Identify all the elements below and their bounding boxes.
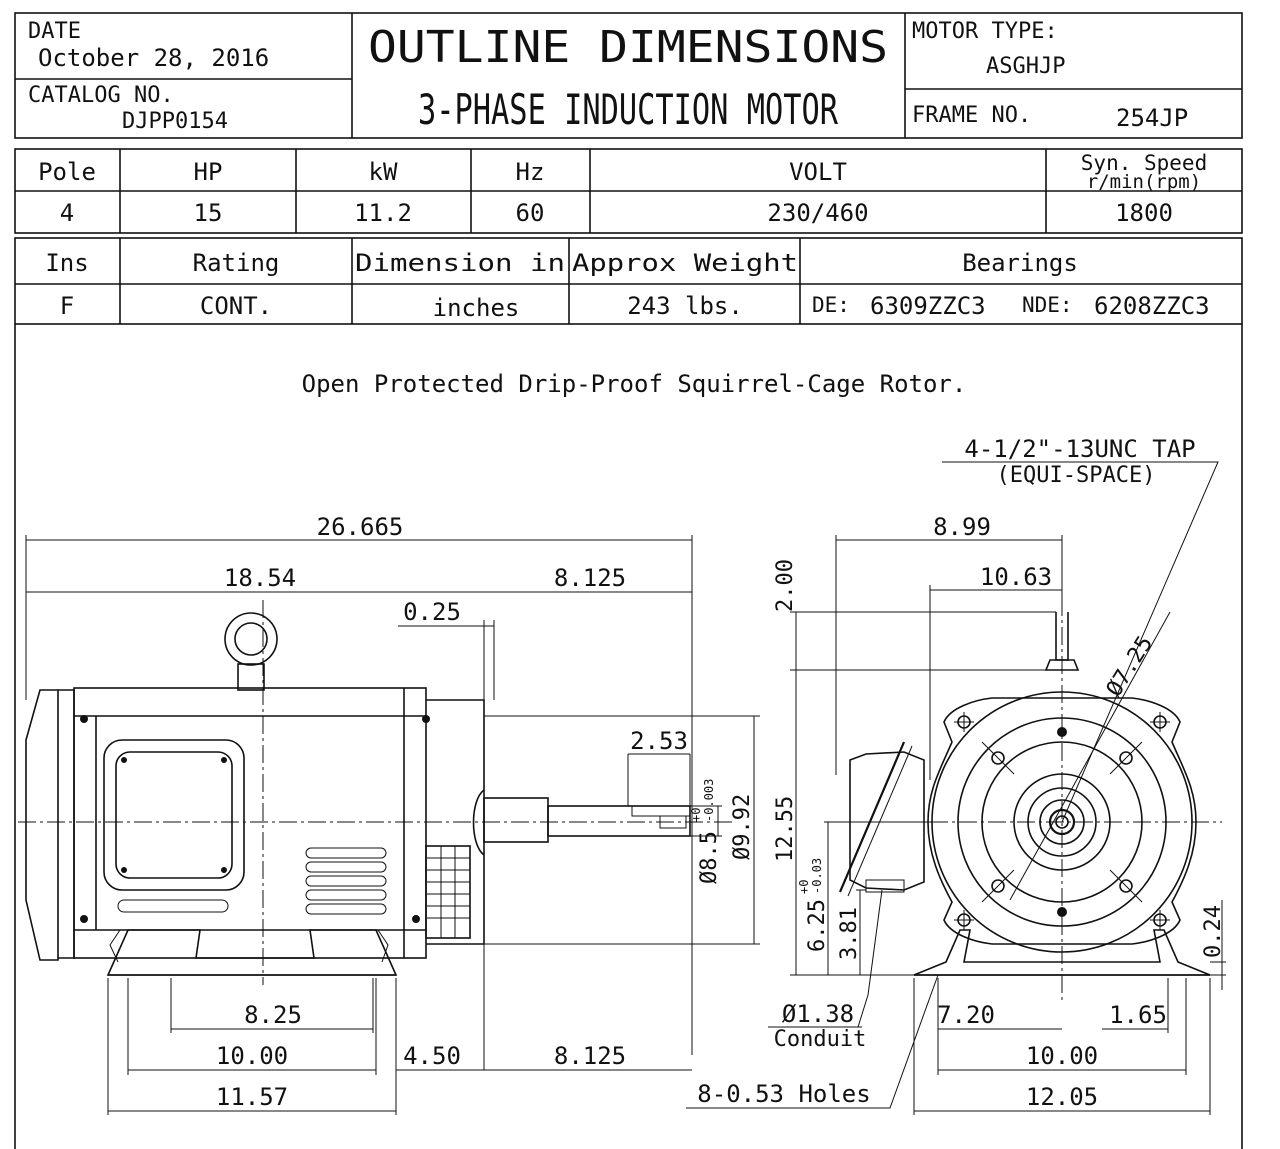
catalog-value: DJPP0154 — [122, 109, 228, 134]
dim-top-height: 2.00 — [773, 559, 798, 612]
dim-shaft-height-tol-upper: +0 — [797, 880, 811, 894]
title-line-2: 3-PHASE INDUCTION MOTOR — [418, 85, 839, 134]
dim-conduit-dia: Ø1.38 — [782, 1000, 854, 1028]
dim-shaft-dia: Ø8.5 — [697, 831, 722, 884]
dim-foot-hole-spacing: 8.25 — [244, 1001, 302, 1029]
dim-body-length: 18.54 — [224, 564, 296, 592]
th-hp: HP — [194, 158, 223, 186]
dim-flange-dia: Ø9.92 — [730, 794, 755, 860]
catalog-label: CATALOG NO. — [28, 83, 174, 108]
td-hp: 15 — [194, 199, 223, 227]
conduit-box-end — [838, 741, 925, 897]
frame-label: FRAME NO. — [912, 103, 1031, 128]
bearing-de-label: DE: — [812, 293, 850, 317]
dim-hole-to-center: 7.20 — [937, 1001, 995, 1029]
conduit-label: Conduit — [774, 1027, 867, 1052]
th-speed-line-1: Syn. Speed — [1081, 151, 1207, 175]
dim-gap: 0.25 — [403, 598, 461, 626]
td-dimension: inches — [433, 294, 520, 322]
th-weight: Approx Weight — [572, 249, 798, 277]
dim-conduit-height: 3.81 — [837, 907, 862, 960]
dim-hole-edge: 1.65 — [1109, 1001, 1167, 1029]
dim-shaft-length-bottom: 8.125 — [554, 1042, 626, 1070]
th-pole: Pole — [38, 158, 96, 186]
th-dimension: Dimension in — [355, 249, 565, 277]
motor-type-value: ASGHJP — [986, 54, 1065, 79]
date-value: October 28, 2016 — [38, 44, 269, 72]
th-ins: Ins — [45, 249, 88, 277]
th-bearings: Bearings — [962, 249, 1078, 277]
dim-shaft-tol-lower: -0.003 — [702, 779, 716, 822]
td-speed: 1800 — [1115, 199, 1173, 227]
tap-note: 4-1/2"-13UNC TAP — [964, 435, 1195, 463]
dim-end-foot-overall: 12.05 — [1026, 1083, 1098, 1111]
eyebolt — [224, 612, 278, 691]
dim-overall-length: 26.665 — [317, 513, 404, 541]
td-weight: 243 lbs. — [627, 292, 743, 320]
drawing-frame — [14, 324, 1243, 1149]
bearing-nde-label: NDE: — [1022, 293, 1073, 317]
title-line-1: OUTLINE DIMENSIONS — [368, 22, 888, 73]
dim-end-width-a: 8.99 — [933, 513, 991, 541]
dim-keyway-length: 2.53 — [630, 727, 688, 755]
tap-holes — [981, 727, 1143, 917]
th-hz: Hz — [516, 158, 545, 186]
dim-shaft-length-top: 8.125 — [554, 564, 626, 592]
date-label: DATE — [28, 19, 81, 44]
conduit-box-side — [103, 739, 245, 913]
frame-value: 254JP — [1116, 104, 1188, 132]
bearing-de-value: 6309ZZC3 — [870, 292, 986, 320]
dim-foot-to-flange: 4.50 — [403, 1042, 461, 1070]
grille — [425, 845, 471, 939]
dim-foot-thickness: 0.24 — [1201, 905, 1226, 958]
td-rating: CONT. — [200, 292, 272, 320]
dim-shaft-height: 6.25 — [805, 899, 830, 952]
motor-type-label: MOTOR TYPE: — [912, 19, 1058, 44]
description: Open Protected Drip-Proof Squirrel-Cage … — [302, 370, 967, 398]
td-hz: 60 — [516, 199, 545, 227]
th-volt: VOLT — [789, 158, 847, 186]
bearing-nde-value: 6208ZZC3 — [1094, 292, 1210, 320]
side-view: 26.665 18.54 8.125 0.25 2.53 8.25 10.00 … — [18, 513, 760, 1115]
th-kw: kW — [369, 158, 398, 186]
th-rating: Rating — [193, 249, 280, 277]
spec-table-2: Ins Rating Dimension in Approx Weight Be… — [14, 237, 1243, 325]
dim-foot-width: 10.00 — [216, 1042, 288, 1070]
td-pole: 4 — [60, 199, 74, 227]
end-view: 4-1/2"-13UNC TAP (EQUI-SPACE) 8.99 10.63… — [686, 435, 1226, 1115]
dim-bolt-circle: Ø7.25 — [1102, 632, 1158, 701]
dim-end-width-b: 10.63 — [980, 563, 1052, 591]
tap-note-2: (EQUI-SPACE) — [997, 463, 1156, 488]
td-kw: 11.2 — [354, 199, 412, 227]
holes-note: 8-0.53 Holes — [697, 1080, 870, 1108]
td-ins: F — [60, 292, 74, 320]
vent-slots — [305, 847, 387, 915]
dim-total-height: 12.55 — [773, 796, 798, 862]
header-block: DATE October 28, 2016 CATALOG NO. DJPP01… — [14, 12, 1243, 139]
dim-foot-span: 10.00 — [1026, 1042, 1098, 1070]
dim-shaft-tol-upper: +0 — [689, 808, 703, 822]
th-speed-line-2: r/min(rpm) — [1087, 171, 1201, 193]
dim-shaft-height-tol-lower: -0.03 — [810, 858, 824, 894]
spec-table-1: Pole HP kW Hz VOLT Syn. Speed r/min(rpm)… — [14, 148, 1243, 234]
dim-foot-overall: 11.57 — [216, 1083, 288, 1111]
frame-bolts — [954, 712, 1170, 930]
td-volt: 230/460 — [767, 199, 868, 227]
